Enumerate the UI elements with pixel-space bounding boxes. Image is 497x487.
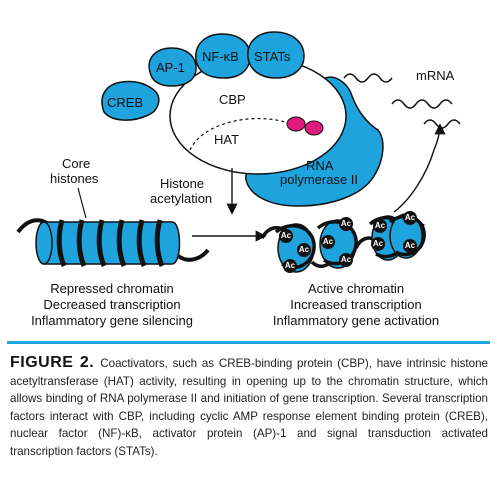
repressed-chromatin [16,218,210,267]
nucleosome: Ac Ac [388,211,426,259]
active-line2: Increased transcription [290,297,422,312]
caption-divider [7,341,490,344]
dna-loop [316,220,358,266]
ac-mark [403,239,417,253]
mrna-strand-2 [391,99,453,109]
repressed-line2: Decreased transcription [43,297,180,312]
ac-mark [283,259,297,273]
ac-mark [373,219,387,233]
active-line3: Inflammatory gene activation [273,313,439,328]
ac-label: Ac [341,255,352,264]
diagram-figure: CREB AP-1 NF-κB STATs CBP HAT RNA polyme… [16,31,461,328]
binding-site-right [304,120,324,136]
label-histone: Histone [160,176,204,191]
mrna-strand-1 [343,73,393,83]
ac-label: Ac [341,219,352,228]
active-line1: Active chromatin [308,281,404,296]
ac-label: Ac [375,221,386,230]
caption-text: Coactivators, such as CREB-binding prote… [10,357,488,458]
ac-mark [339,217,353,231]
dna-wrap [116,219,127,267]
label-cbp: CBP [219,92,246,107]
label-rna: RNA [306,158,334,173]
dna-linker [260,222,425,268]
label-core: Core [62,156,90,171]
label-mrna: mRNA [416,68,455,83]
dna-wrap [76,219,87,267]
mrna-strand-3 [423,119,461,129]
ac-label: Ac [285,261,296,270]
caption-label: FIGURE 2. [10,354,95,371]
label-ap1: AP-1 [156,60,185,75]
label-acetylation: acetylation [150,191,212,206]
dna-wrap [136,219,147,267]
ac-label: Ac [299,245,310,254]
ac-label: Ac [323,237,334,246]
ac-label: Ac [405,213,416,222]
cbp-complex: CREB AP-1 NF-κB STATs CBP HAT RNA polyme… [101,31,384,207]
label-hat: HAT [214,132,239,147]
dna-wraps [56,219,165,267]
label-histones: histones [50,171,99,186]
creb-shape [101,80,160,121]
label-stats: STATs [254,49,291,64]
transcription-arrow [393,123,446,213]
ac-mark [321,235,335,249]
ac-mark [279,229,293,243]
ac-mark [339,253,353,267]
binding-site-left [286,116,306,132]
dna-wrap [154,219,165,267]
nucleosome: Ac Ac Ac [316,217,358,269]
dna-wrap [96,219,107,267]
core-histones-pointer [77,187,87,219]
label-creb: CREB [107,95,143,110]
figure-caption: FIGURE 2.Coactivators, such as CREB-bind… [10,354,488,461]
histone-cylinder-end [35,221,53,265]
label-polymerase-ii: polymerase II [280,172,358,187]
active-chromatin: Ac Ac Ac Ac Ac Ac Ac Ac [260,211,426,273]
ac-mark [297,243,311,257]
stats-shape [247,31,305,79]
dna-strand-right [174,248,210,262]
ac-label: Ac [373,239,384,248]
repressed-line3: Inflammatory gene silencing [31,313,193,328]
dna-wrap [56,219,67,267]
repressed-line1: Repressed chromatin [50,281,174,296]
dna-loop [388,214,426,257]
cbp-oval [169,57,347,175]
label-nfkb: NF-κB [202,49,239,64]
ac-mark [371,237,385,251]
ap1-shape [148,47,197,87]
ac-label: Ac [281,231,292,240]
ac-label: Ac [405,241,416,250]
ac-mark [403,211,417,225]
nucleosome: Ac Ac Ac [274,223,316,273]
